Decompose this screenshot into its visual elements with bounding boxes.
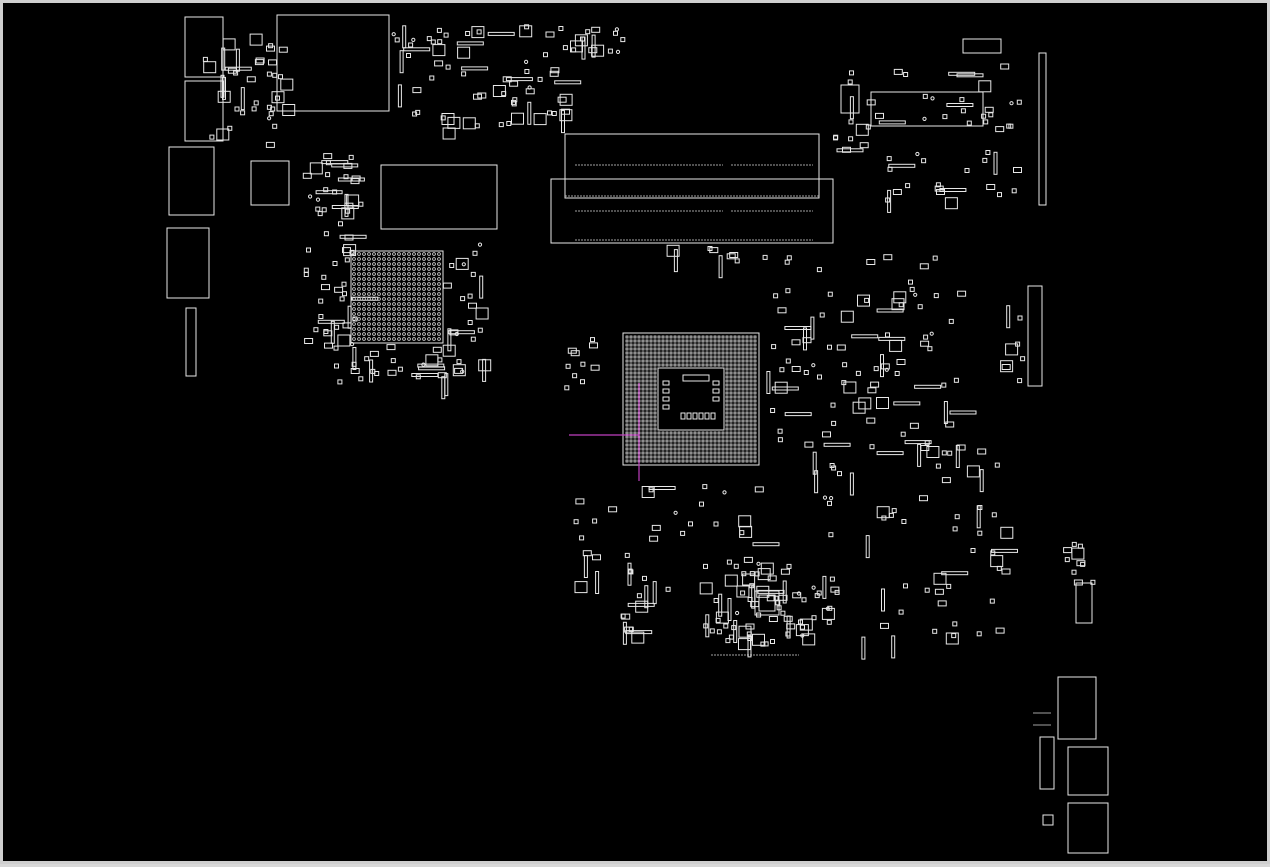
top-right-chips[interactable] — [840, 38, 1047, 387]
cpu-ball-grid — [625, 335, 757, 463]
chipset-ball-grid — [352, 252, 441, 341]
small-components — [202, 24, 1096, 660]
bottom-right-power[interactable] — [1033, 582, 1109, 854]
cpu-socket[interactable] — [622, 332, 760, 466]
cpu-inner-pads — [662, 374, 720, 420]
left-edge-connectors[interactable] — [166, 16, 224, 377]
pcb-layout[interactable] — [3, 3, 1270, 867]
net-highlight — [569, 383, 640, 481]
memory-slots[interactable] — [550, 133, 834, 244]
top-left-chips[interactable] — [250, 14, 498, 344]
